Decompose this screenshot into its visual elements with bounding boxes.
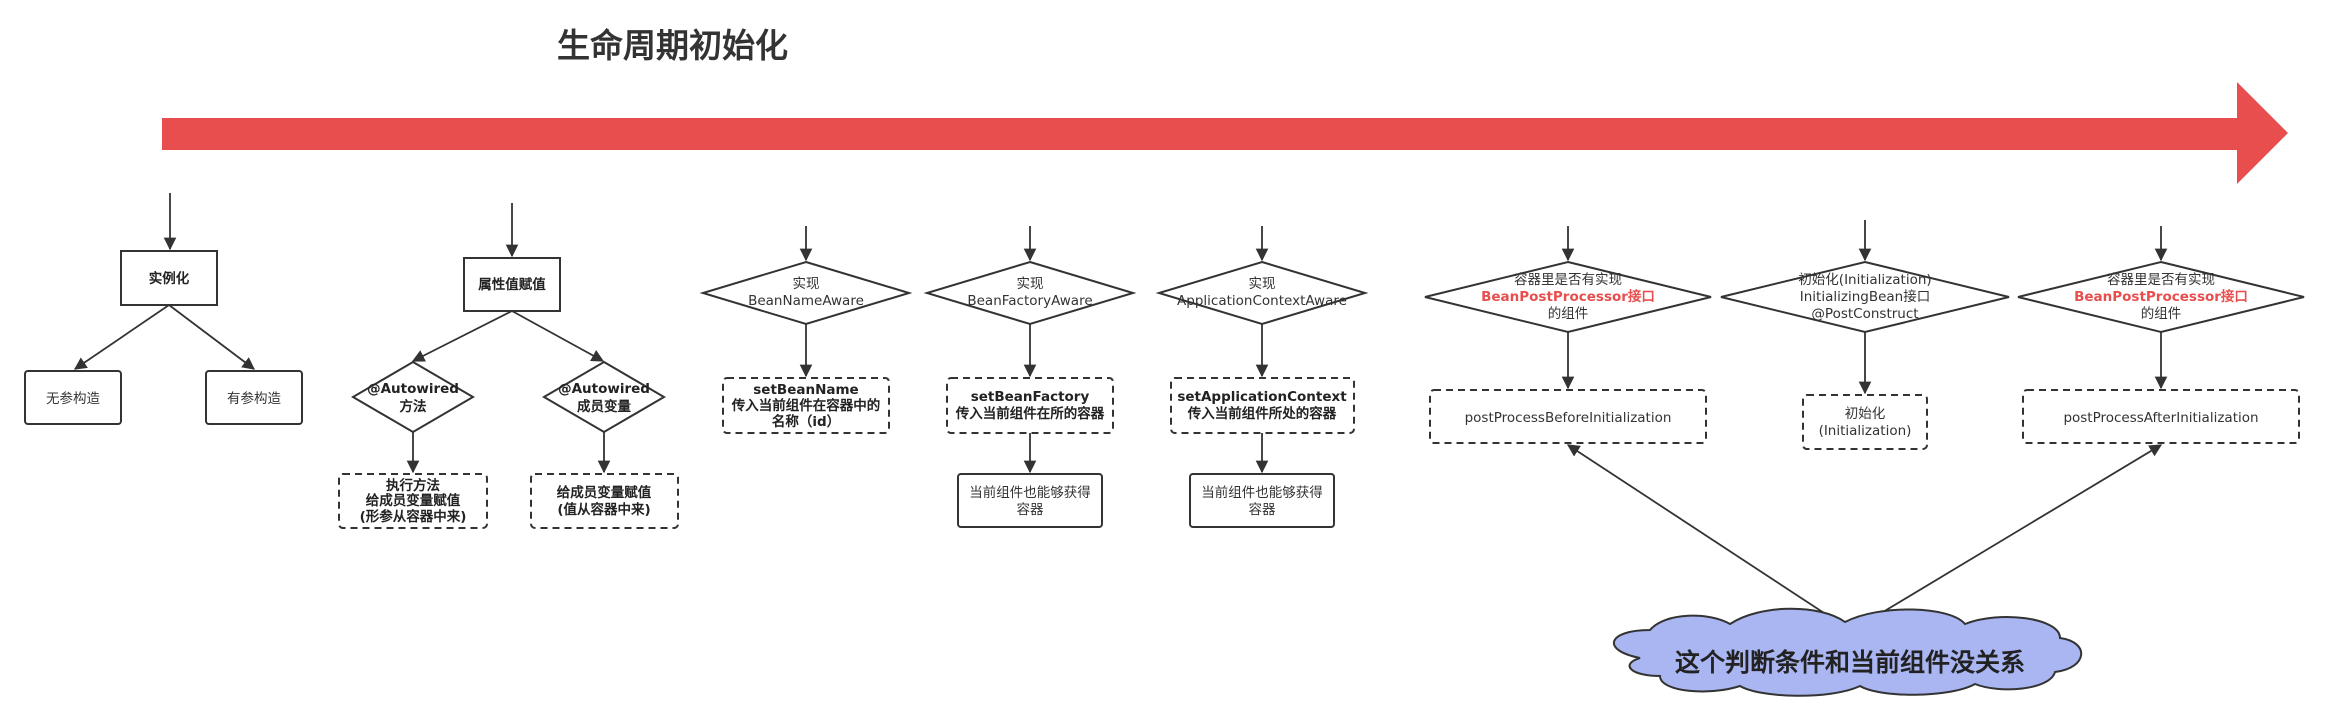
autowired-method-line2: 方法 [400,398,427,415]
application-context-aware-line1: 实现 [1249,276,1276,292]
autowired-field-line2: 成员变量 [577,398,631,415]
set-bean-factory-title: setBeanFactory [971,389,1090,405]
application-context-result-line2: 容器 [1249,501,1277,518]
field-action-box [530,473,679,529]
bean-factory-result-line2: 容器 [1017,501,1045,518]
property-group: 属性值赋值 @Autowired 方法 @Autowired 成员变量 执行方法… [338,203,679,529]
autowired-method-decision [351,360,475,434]
method-action-box [338,473,488,529]
init-decision-line2: InitializingBean接口 [1800,288,1930,305]
post-before-decision-highlight: BeanPostProcessor接口 [1481,288,1655,305]
post-before-decision-top: 容器里是否有实现 [1514,271,1622,288]
cloud-shape [1612,607,2083,697]
method-action-line1: 执行方法 [386,477,440,494]
method-action-line2: 给成员变量赋值 [366,492,461,509]
set-application-context-line1: 传入当前组件所处的容器 [1187,405,1337,422]
set-application-context-box [1170,377,1355,434]
set-bean-name-box [722,377,890,434]
post-after-decision-highlight: BeanPostProcessor接口 [2074,288,2248,305]
set-bean-name-title: setBeanName [753,382,858,398]
init-action-line1: 初始化 [1845,405,1886,422]
autowired-field-line1: @Autowired [558,381,650,397]
arg-constructor-box [205,370,303,425]
bean-factory-aware-line1: 实现 [1017,276,1044,292]
bean-factory-result-line1: 当前组件也能够获得 [969,484,1091,501]
init-action-line2: (Initialization) [1819,423,1912,439]
instantiation-label: 实例化 [149,270,190,287]
no-arg-constructor-box [24,370,122,425]
bean-factory-aware-group: 实现 BeanFactoryAware setBeanFactory 传入当前组… [923,226,1137,528]
note-group: 这个判断条件和当前组件没关系 [1566,444,2163,697]
bean-factory-aware-line2: BeanFactoryAware [967,293,1092,309]
post-process-before-label: postProcessBeforeInitialization [1465,410,1672,426]
bean-name-aware-group: 实现 BeanNameAware setBeanName 传入当前组件在容器中的… [699,226,913,434]
set-bean-factory-box [946,377,1114,434]
init-decision-line1: 初始化(Initialization) [1798,271,1931,288]
autowired-field-decision [542,360,666,434]
instantiation-group: 实例化 无参构造 有参构造 [24,193,303,425]
method-action-line3: (形参从容器中来) [360,508,467,525]
application-context-aware-line2: ApplicationContextAware [1177,293,1347,309]
note-text: 这个判断条件和当前组件没关系 [1675,648,2025,677]
set-bean-name-line1: 传入当前组件在容器中的 [731,397,881,414]
set-bean-name-line2: 名称（id） [772,413,840,430]
bean-factory-result-box [957,473,1103,528]
bean-name-aware-line2: BeanNameAware [748,293,864,309]
post-after-decision-top: 容器里是否有实现 [2107,271,2215,288]
init-action-box [1802,394,1928,450]
post-before-group: 容器里是否有实现 BeanPostProcessor接口 的组件 postPro… [1424,226,1712,444]
application-context-result-box [1189,473,1335,528]
post-after-decision-bottom: 的组件 [2141,306,2182,322]
init-group: 初始化(Initialization) InitializingBean接口 @… [1720,220,2010,450]
autowired-method-line1: @Autowired [367,381,459,397]
set-application-context-title: setApplicationContext [1177,389,1347,405]
set-bean-factory-line1: 传入当前组件在所的容器 [955,405,1105,422]
no-arg-constructor-label: 无参构造 [46,390,100,407]
init-decision-line3: @PostConstruct [1811,306,1918,322]
field-action-line2: (值从容器中来) [557,501,650,518]
page-title: 生命周期初始化 [557,26,788,65]
post-after-group: 容器里是否有实现 BeanPostProcessor接口 的组件 postPro… [2017,226,2305,444]
application-context-result-line1: 当前组件也能够获得 [1201,484,1323,501]
right-arrow-icon [162,82,2288,184]
field-action-line1: 给成员变量赋值 [557,484,652,501]
post-process-before-box [1429,389,1707,444]
application-context-aware-group: 实现 ApplicationContextAware setApplicatio… [1155,226,1369,528]
arg-constructor-label: 有参构造 [227,390,281,407]
post-process-after-box [2022,389,2300,444]
property-label: 属性值赋值 [478,276,546,293]
post-process-after-label: postProcessAfterInitialization [2063,410,2258,426]
bean-name-aware-line1: 实现 [793,276,820,292]
post-before-decision-bottom: 的组件 [1548,306,1589,322]
